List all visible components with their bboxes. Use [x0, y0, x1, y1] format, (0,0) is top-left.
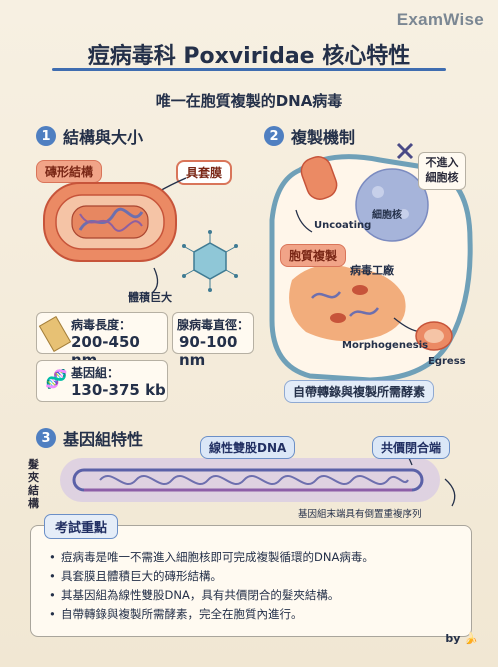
nucleus-label: 細胞核	[372, 210, 402, 221]
section-2-heading: 2 複製機制	[264, 124, 355, 148]
title-underline	[52, 68, 446, 71]
envelope-tag: 具套膜	[176, 160, 233, 185]
cytoplasm-replication-tag: 胞質複製	[280, 244, 347, 267]
morphogenesis-label: Morphogenesis	[342, 340, 429, 351]
genome-box: 🧬 基因組： 130-375 kb	[36, 360, 168, 402]
viral-factory-label: 病毒工廠	[350, 264, 394, 277]
section-3-heading: 3 基因組特性	[36, 426, 143, 450]
brick-shape-tag: 磚形結構	[36, 160, 103, 183]
genome-label: 基因組：	[71, 366, 120, 380]
byline: by 🍌	[445, 632, 478, 645]
section-3-title: 基因組特性	[63, 430, 144, 449]
section-1-number: 1	[36, 126, 56, 146]
dna-genome	[60, 458, 440, 502]
exam-title: 考試重點	[44, 514, 119, 539]
adenovirus-icon	[182, 230, 238, 292]
adenovirus-box: 腺病毒直徑： 90-100 nm	[172, 312, 254, 369]
length-box: 病毒長度： 200-450 nm	[36, 312, 168, 369]
section-3-number: 3	[36, 428, 56, 448]
incoming-virus	[300, 156, 338, 200]
section-1-heading: 1 結構與大小	[36, 124, 143, 148]
enzymes-tag: 自帶轉錄與複製所需酵素	[284, 380, 435, 403]
exam-points-box: 痘病毒是唯一不需進入細胞核即可完成複製循環的DNA病毒。 具套膜且體積巨大的磚形…	[30, 525, 472, 637]
poxvirus-illustration	[43, 182, 177, 262]
genome-value: 130-375 kb	[71, 381, 166, 399]
page-title: 痘病毒科 Poxviridae 核心特性	[87, 44, 411, 69]
size-caption: 體積巨大	[128, 291, 172, 304]
exam-points-list: 痘病毒是唯一不需進入細胞核即可完成複製循環的DNA病毒。 具套膜且體積巨大的磚形…	[31, 526, 471, 624]
section-2-number: 2	[264, 126, 284, 146]
uncoating-label: Uncoating	[314, 220, 372, 231]
covalent-end-tag: 共價閉合端	[372, 436, 451, 459]
hairpin-label: 髮夾結構	[28, 458, 39, 510]
section-2-title: 複製機制	[291, 128, 356, 147]
exam-point: 痘病毒是唯一不需進入細胞核即可完成複製循環的DNA病毒。	[49, 548, 471, 567]
banana-icon: 🍌	[464, 632, 478, 645]
ruler-icon	[38, 316, 72, 352]
no-nucleus-label: 不進入 細胞核	[418, 152, 466, 190]
exam-point: 具套膜且體積巨大的磚形結構。	[49, 567, 471, 586]
brand-logo: ExamWise	[396, 10, 484, 29]
no-entry-icon	[396, 142, 414, 160]
cell-diagram	[269, 154, 473, 383]
compare-value: 90-100 nm	[179, 333, 238, 369]
compare-label: 腺病毒直徑：	[177, 318, 250, 332]
linear-dsdna-tag: 線性雙股DNA	[200, 436, 296, 459]
dna-icon: 🧬	[45, 369, 68, 390]
exam-point: 其基因組為線性雙股DNA，具有共價閉合的髮夾結構。	[49, 586, 471, 605]
page-subtitle: 唯一在胞質複製的DNA病毒	[155, 92, 343, 110]
exam-point: 自帶轉錄與複製所需酵素，完全在胞質內進行。	[49, 605, 471, 624]
egress-label: Egress	[428, 356, 466, 367]
section-1-title: 結構與大小	[63, 128, 144, 147]
length-label: 病毒長度：	[71, 318, 132, 332]
inverted-repeat-note: 基因組末端具有倒置重複序列	[298, 509, 422, 520]
